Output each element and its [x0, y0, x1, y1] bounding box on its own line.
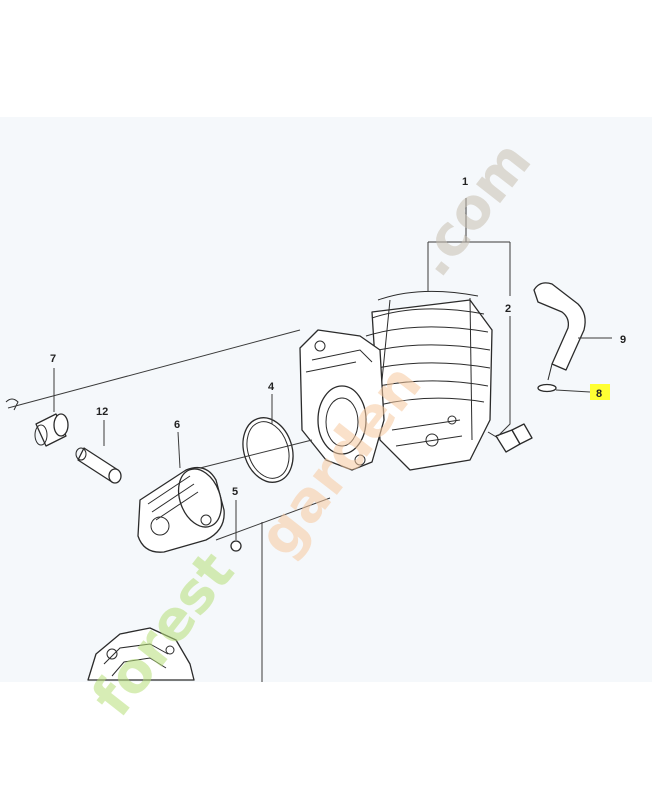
lower-housing-part: [87, 627, 195, 681]
hose-part: [533, 282, 586, 381]
callout-12: 12: [96, 406, 108, 418]
callout-7: 7: [50, 353, 56, 365]
callout-9: 9: [620, 334, 626, 346]
highlight-box: [590, 384, 610, 400]
piston-pin-part: [75, 447, 122, 484]
callout-5: 5: [232, 486, 238, 498]
circlip-part: [230, 540, 242, 552]
nipple-part: [487, 423, 533, 453]
cylinder-part: [299, 290, 493, 471]
callout-6: 6: [174, 419, 180, 431]
callout-2: 2: [505, 303, 511, 315]
callout-4: 4: [268, 381, 275, 393]
assembly-lines: [7, 329, 331, 682]
clamp-part: [537, 383, 557, 393]
gasket-part: [242, 417, 294, 483]
needle-bearing-part: [34, 413, 69, 447]
leader-lines: [53, 198, 612, 540]
callout-8: 8: [596, 388, 602, 400]
piston-part: [137, 466, 225, 553]
callout-1: 1: [462, 176, 468, 188]
callouts: 1 2 4 5 6 7 8 9 12: [50, 176, 626, 498]
left-clip-part: [5, 398, 19, 411]
